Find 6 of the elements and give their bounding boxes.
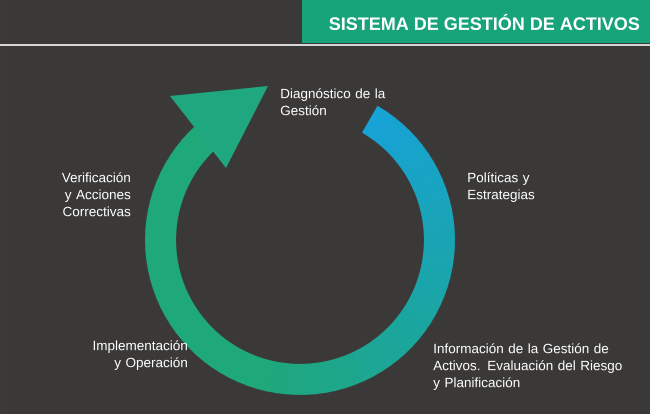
stage-label: Implementación y Operación: [94, 340, 187, 370]
title-banner: SISTEMA DE GESTIÓN DE ACTIVOS: [302, 0, 650, 43]
stage-label: Verificación y Acciones Correctivas: [62, 172, 130, 216]
stage-label: Diagnóstico de la Gestión: [280, 88, 386, 116]
stage-label: Políticas y Estrategias: [468, 172, 534, 202]
stage-label: Información de la Gestión de Activos. Evaluación del Riesgo y Planificación: [433, 343, 622, 390]
